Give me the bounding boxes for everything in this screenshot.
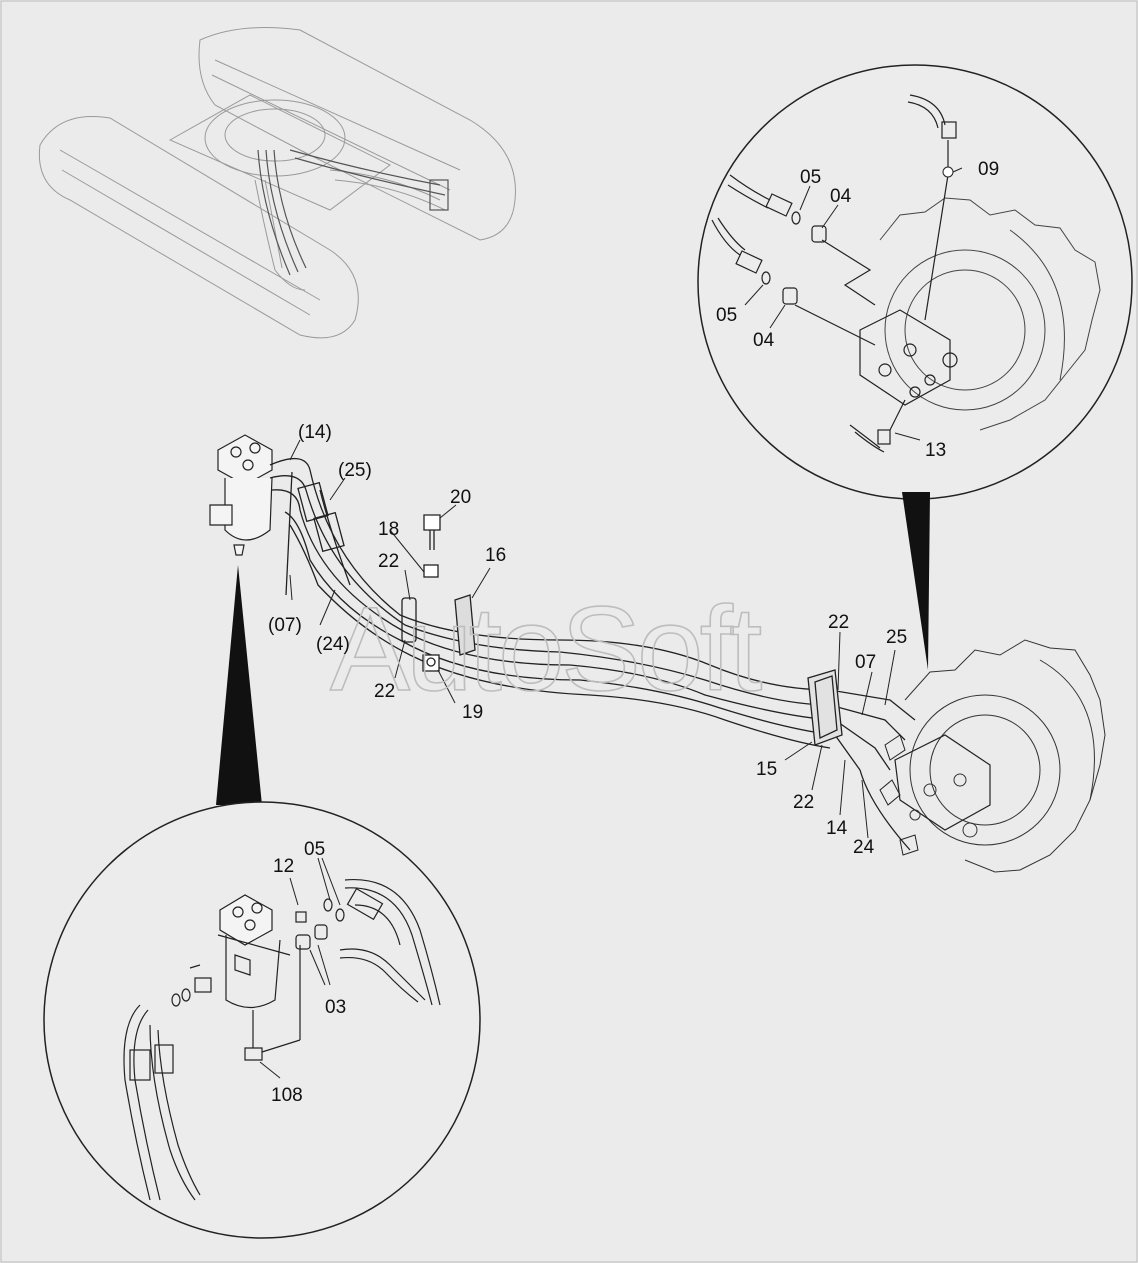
swivel-joint: [209, 434, 273, 556]
undercarriage-hoses: [257, 149, 449, 276]
label-22-a: 22: [378, 551, 399, 572]
label-12: 12: [273, 856, 294, 877]
label-05-b: 05: [716, 305, 737, 326]
label-24-paren: (24): [316, 634, 350, 655]
main-hose-bundle: [269, 458, 916, 851]
label-09: 09: [978, 159, 999, 180]
label-25: 25: [886, 627, 907, 648]
label-07: 07: [855, 652, 876, 673]
pointer-bottom-left: [216, 565, 262, 805]
label-04-b: 04: [753, 330, 775, 351]
label-22-c: 22: [828, 612, 849, 633]
label-15: 15: [756, 759, 777, 780]
label-05-a: 05: [800, 167, 821, 188]
label-24: 24: [853, 837, 875, 858]
label-03: 03: [325, 997, 346, 1018]
label-13: 13: [925, 440, 946, 461]
label-25-paren: (25): [338, 460, 372, 481]
detail-circle-swivel-joint: [43, 801, 481, 1239]
label-108: 108: [271, 1085, 303, 1106]
label-18: 18: [378, 519, 399, 540]
label-05-c: 05: [304, 839, 325, 860]
label-16: 16: [485, 545, 506, 566]
pointer-top-right: [902, 492, 930, 670]
label-14: 14: [826, 818, 848, 839]
label-20: 20: [450, 487, 471, 508]
label-04-a: 04: [830, 186, 852, 207]
detail-circle-travel-motor: [697, 64, 1133, 500]
label-07-paren: (07): [268, 615, 302, 636]
watermark-text: AutoSoft: [330, 582, 762, 716]
right-travel-motor: [879, 639, 1106, 873]
label-22-d: 22: [793, 792, 814, 813]
label-22-b: 22: [374, 681, 395, 702]
callout-labels: (14) (25) (07) (24) 20 18 22 16 22 19 22…: [268, 159, 999, 1106]
label-19: 19: [462, 702, 483, 723]
main-leader-lines: [289, 439, 896, 839]
label-14-paren: (14): [298, 422, 332, 443]
